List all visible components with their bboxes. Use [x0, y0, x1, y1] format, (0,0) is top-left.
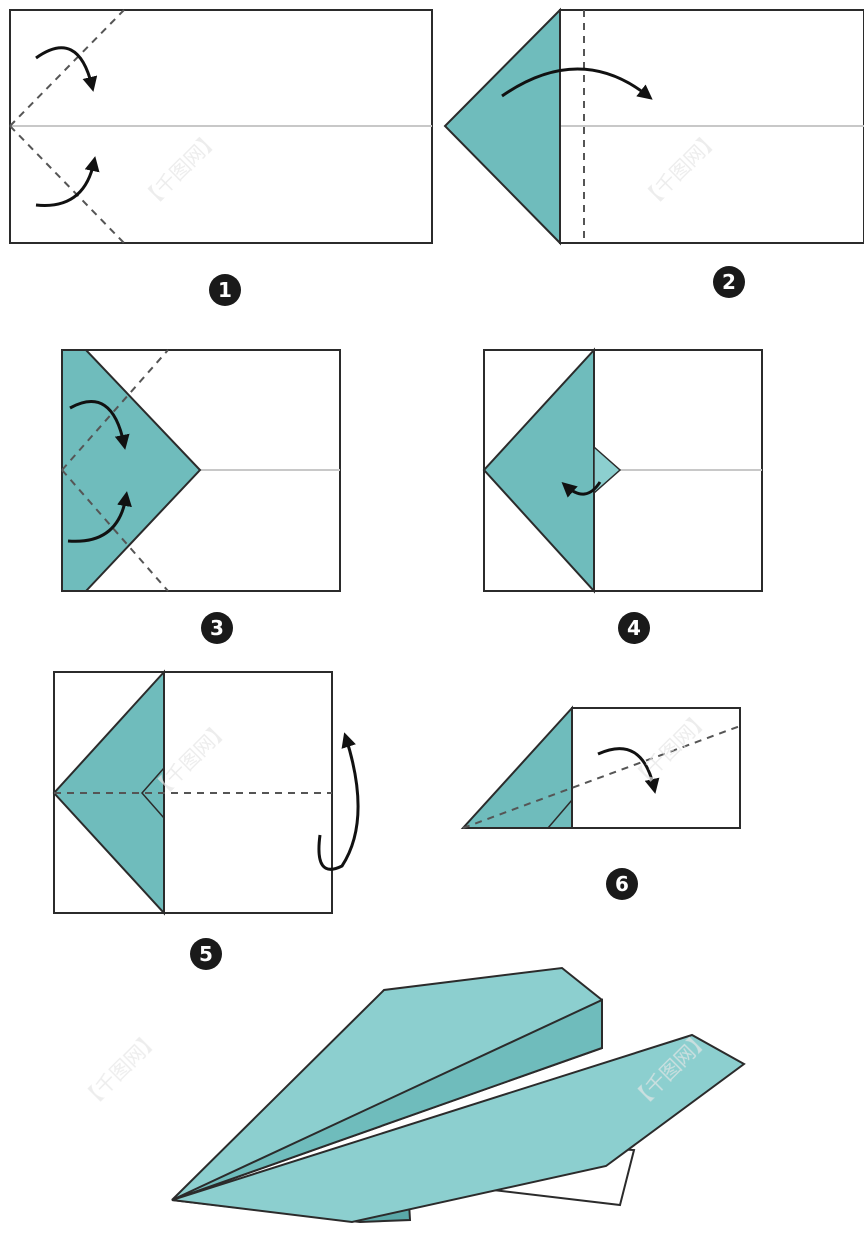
step-4-diagram [484, 350, 762, 591]
step-badge-4: 4 [618, 612, 650, 644]
step-badge-5: 5 [190, 938, 222, 970]
step-3-diagram [62, 350, 340, 591]
step-number-3: 3 [210, 616, 224, 640]
step-1-diagram [10, 10, 432, 243]
step-number-6: 6 [615, 872, 629, 896]
step-badge-6: 6 [606, 868, 638, 900]
step-badge-3: 3 [201, 612, 233, 644]
step-number-4: 4 [627, 616, 641, 640]
step-number-5: 5 [199, 942, 213, 966]
step-number-2: 2 [722, 270, 736, 294]
watermark-5: 【千图网】 [77, 1027, 164, 1114]
step-badge-2: 2 [713, 266, 745, 298]
step-badge-1: 1 [209, 274, 241, 306]
step-6-folded-triangle [463, 708, 572, 828]
step-5-diagram [54, 672, 358, 913]
step-number-1: 1 [218, 278, 232, 302]
step-2-folded-triangle [445, 10, 560, 243]
